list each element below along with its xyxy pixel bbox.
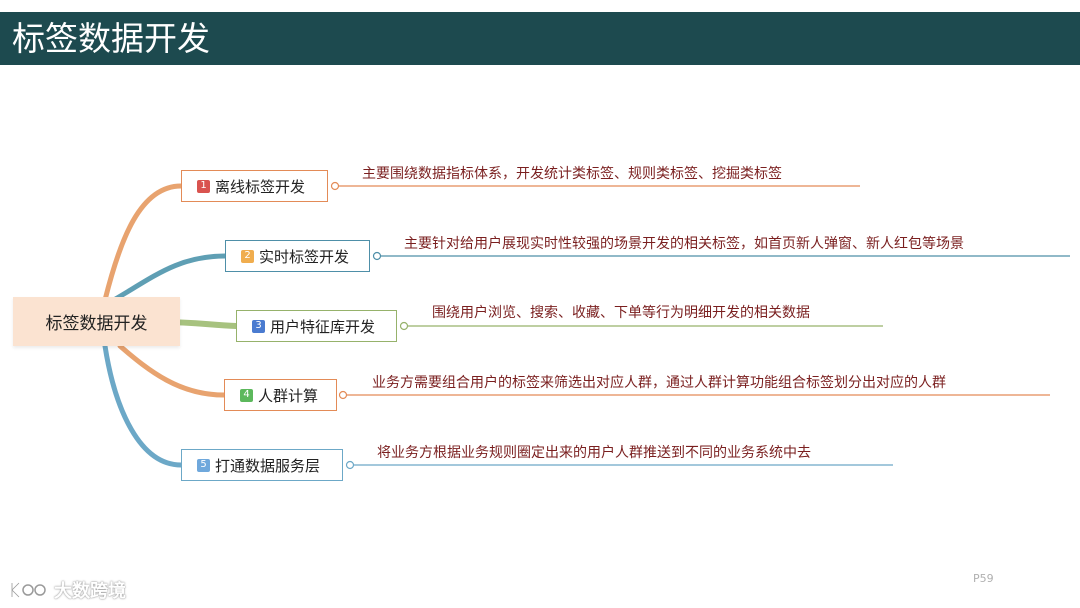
joint-branch-5 [345, 460, 355, 470]
branch-desc-4: 业务方需要组合用户的标签来筛选出对应人群，通过人群计算功能组合标签划分出对应的人… [372, 375, 946, 391]
watermark-text: 大数跨境 [54, 581, 126, 602]
connector-branch-1 [102, 183, 184, 303]
branch-label-3: 用户特征库开发 [270, 317, 376, 336]
joint-branch-4 [338, 390, 348, 400]
watermark: 大数跨境 [8, 577, 126, 603]
root-node: 标签数据开发 [13, 297, 180, 346]
watermark-logo-icon [10, 582, 46, 598]
badge-5: 5 [197, 458, 210, 472]
badge-1: 1 [197, 179, 210, 193]
branch-node-5: 5 打通数据服务层 [181, 449, 343, 481]
branch-node-4: 4 人群计算 [224, 379, 337, 411]
page-title: 标签数据开发 [12, 19, 210, 58]
connector-branch-2 [102, 253, 228, 308]
page-number: P59 [973, 572, 994, 585]
branch-desc-5: 将业务方根据业务规则圈定出来的用户人群推送到不同的业务系统中去 [377, 445, 811, 461]
branch-node-1: 1 离线标签开发 [181, 170, 328, 202]
branch-desc-1: 主要围绕数据指标体系，开发统计类标签、规则类标签、挖掘类标签 [362, 166, 782, 182]
joint-branch-1 [330, 181, 340, 191]
joint-branch-2 [372, 251, 382, 261]
badge-3: 3 [252, 319, 265, 333]
branch-node-2: 2 实时标签开发 [225, 240, 370, 272]
connector-branch-4 [117, 343, 227, 398]
joint-branch-3 [399, 321, 409, 331]
connector-branch-5 [102, 343, 184, 468]
header-bar: 标签数据开发 [0, 12, 1080, 65]
branch-label-1: 离线标签开发 [215, 177, 306, 196]
branch-desc-3: 围绕用户浏览、搜索、收藏、下单等行为明细开发的相关数据 [432, 305, 810, 321]
branch-desc-2: 主要针对给用户展现实时性较强的场景开发的相关标签，如首页新人弹窗、新人红包等场景 [404, 236, 964, 252]
badge-2: 2 [241, 249, 254, 263]
branch-label-4: 人群计算 [258, 386, 319, 405]
badge-4: 4 [240, 388, 253, 402]
branch-node-3: 3 用户特征库开发 [236, 310, 397, 342]
branch-label-2: 实时标签开发 [259, 247, 350, 266]
branch-label-5: 打通数据服务层 [215, 456, 321, 475]
